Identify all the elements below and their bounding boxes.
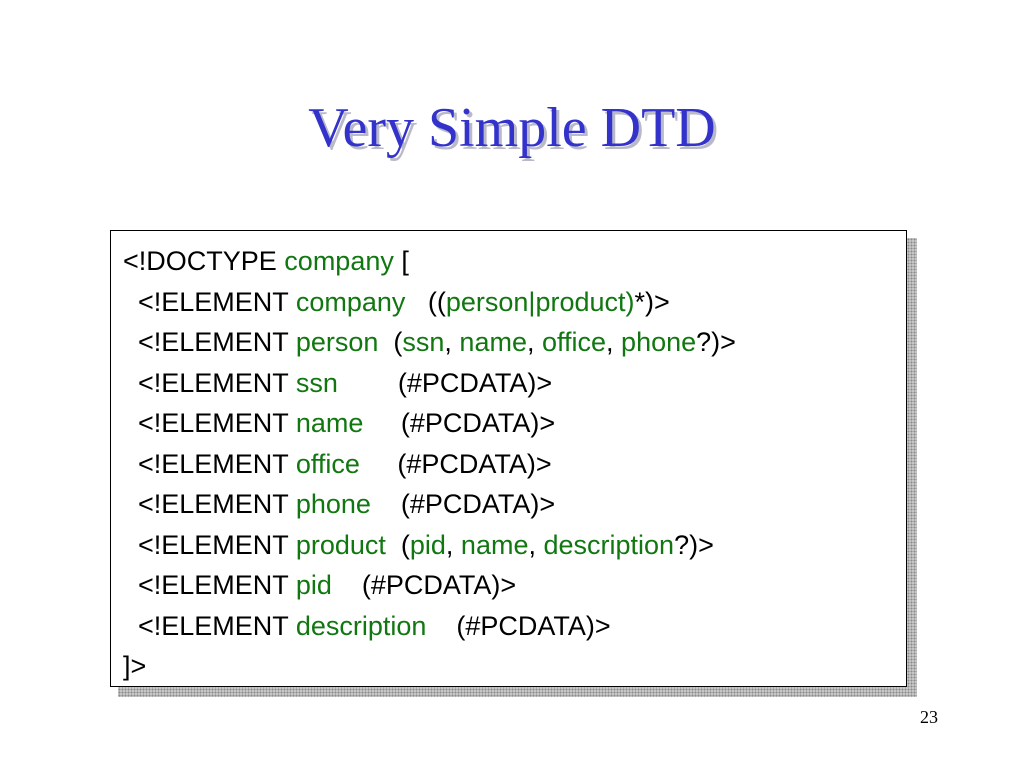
dtd-syntax: ( [378, 327, 403, 357]
dtd-identifier: description [543, 529, 675, 560]
dtd-identifier: product [295, 529, 386, 560]
dtd-identifier: office [541, 327, 607, 357]
dtd-line: <!ELEMENT ssn (#PCDATA)> [123, 363, 906, 404]
dtd-identifier: company [295, 286, 406, 317]
page-number: 23 [920, 707, 938, 727]
dtd-identifier: person|product) [445, 286, 635, 317]
dtd-identifier: name [460, 529, 529, 560]
dtd-line: <!ELEMENT company ((person|product)*)> [123, 282, 906, 323]
dtd-syntax: [ [393, 246, 409, 276]
dtd-syntax: <!ELEMENT [123, 327, 296, 357]
dtd-syntax: , [606, 327, 622, 357]
dtd-syntax: (#PCDATA)> [359, 448, 552, 479]
dtd-line: <!ELEMENT person (ssn, name, office, pho… [123, 322, 906, 363]
dtd-syntax: ]> [123, 651, 147, 681]
dtd-syntax: <!ELEMENT [123, 448, 296, 479]
dtd-syntax: <!ELEMENT [123, 367, 296, 398]
dtd-identifier: ssn [295, 367, 338, 398]
dtd-identifier: office [295, 448, 360, 479]
dtd-syntax: <!ELEMENT [123, 570, 296, 600]
dtd-identifier: name [459, 327, 527, 357]
dtd-syntax: *)> [634, 286, 670, 317]
dtd-syntax: (#PCDATA)> [331, 570, 517, 600]
dtd-syntax: <!ELEMENT [123, 408, 296, 438]
dtd-syntax: , [526, 327, 542, 357]
dtd-identifier: company [284, 246, 394, 276]
dtd-syntax: <!ELEMENT [123, 489, 296, 519]
dtd-line: <!ELEMENT phone (#PCDATA)> [123, 484, 906, 525]
dtd-identifier: pid [409, 529, 446, 560]
dtd-identifier: phone [621, 327, 697, 357]
dtd-identifier: person [295, 327, 379, 357]
dtd-syntax: , [445, 529, 461, 560]
dtd-syntax: <!ELEMENT [123, 286, 296, 317]
dtd-syntax: <!ELEMENT [123, 529, 296, 560]
dtd-line: <!ELEMENT name (#PCDATA)> [123, 403, 906, 444]
dtd-identifier: ssn [402, 327, 445, 357]
slide-title: Very Simple DTD [308, 97, 716, 159]
dtd-syntax: (( [405, 286, 446, 317]
dtd-line: <!ELEMENT office (#PCDATA)> [123, 444, 906, 485]
dtd-syntax: (#PCDATA)> [337, 367, 553, 398]
dtd-line: <!ELEMENT product (pid, name, descriptio… [123, 525, 906, 566]
dtd-code-box: <!DOCTYPE company [ <!ELEMENT company ((… [110, 230, 907, 687]
dtd-identifier: pid [295, 570, 332, 600]
dtd-syntax: (#PCDATA)> [363, 408, 556, 438]
dtd-syntax: (#PCDATA)> [426, 610, 611, 641]
dtd-line: <!ELEMENT pid (#PCDATA)> [123, 565, 906, 606]
dtd-identifier: name [295, 408, 364, 438]
dtd-line: <!ELEMENT description (#PCDATA)> [123, 606, 906, 647]
dtd-line: ]> [123, 646, 906, 687]
dtd-identifier: description [295, 610, 427, 641]
dtd-syntax: ( [385, 529, 410, 560]
dtd-syntax: <!ELEMENT [123, 610, 296, 641]
dtd-syntax: (#PCDATA)> [370, 489, 556, 519]
dtd-line: <!DOCTYPE company [ [123, 241, 906, 282]
dtd-syntax: <!DOCTYPE [123, 246, 285, 276]
dtd-identifier: phone [295, 489, 371, 519]
dtd-syntax: ?)> [696, 327, 736, 357]
dtd-syntax: , [528, 529, 544, 560]
dtd-syntax: ?)> [674, 529, 714, 560]
dtd-syntax: , [444, 327, 460, 357]
